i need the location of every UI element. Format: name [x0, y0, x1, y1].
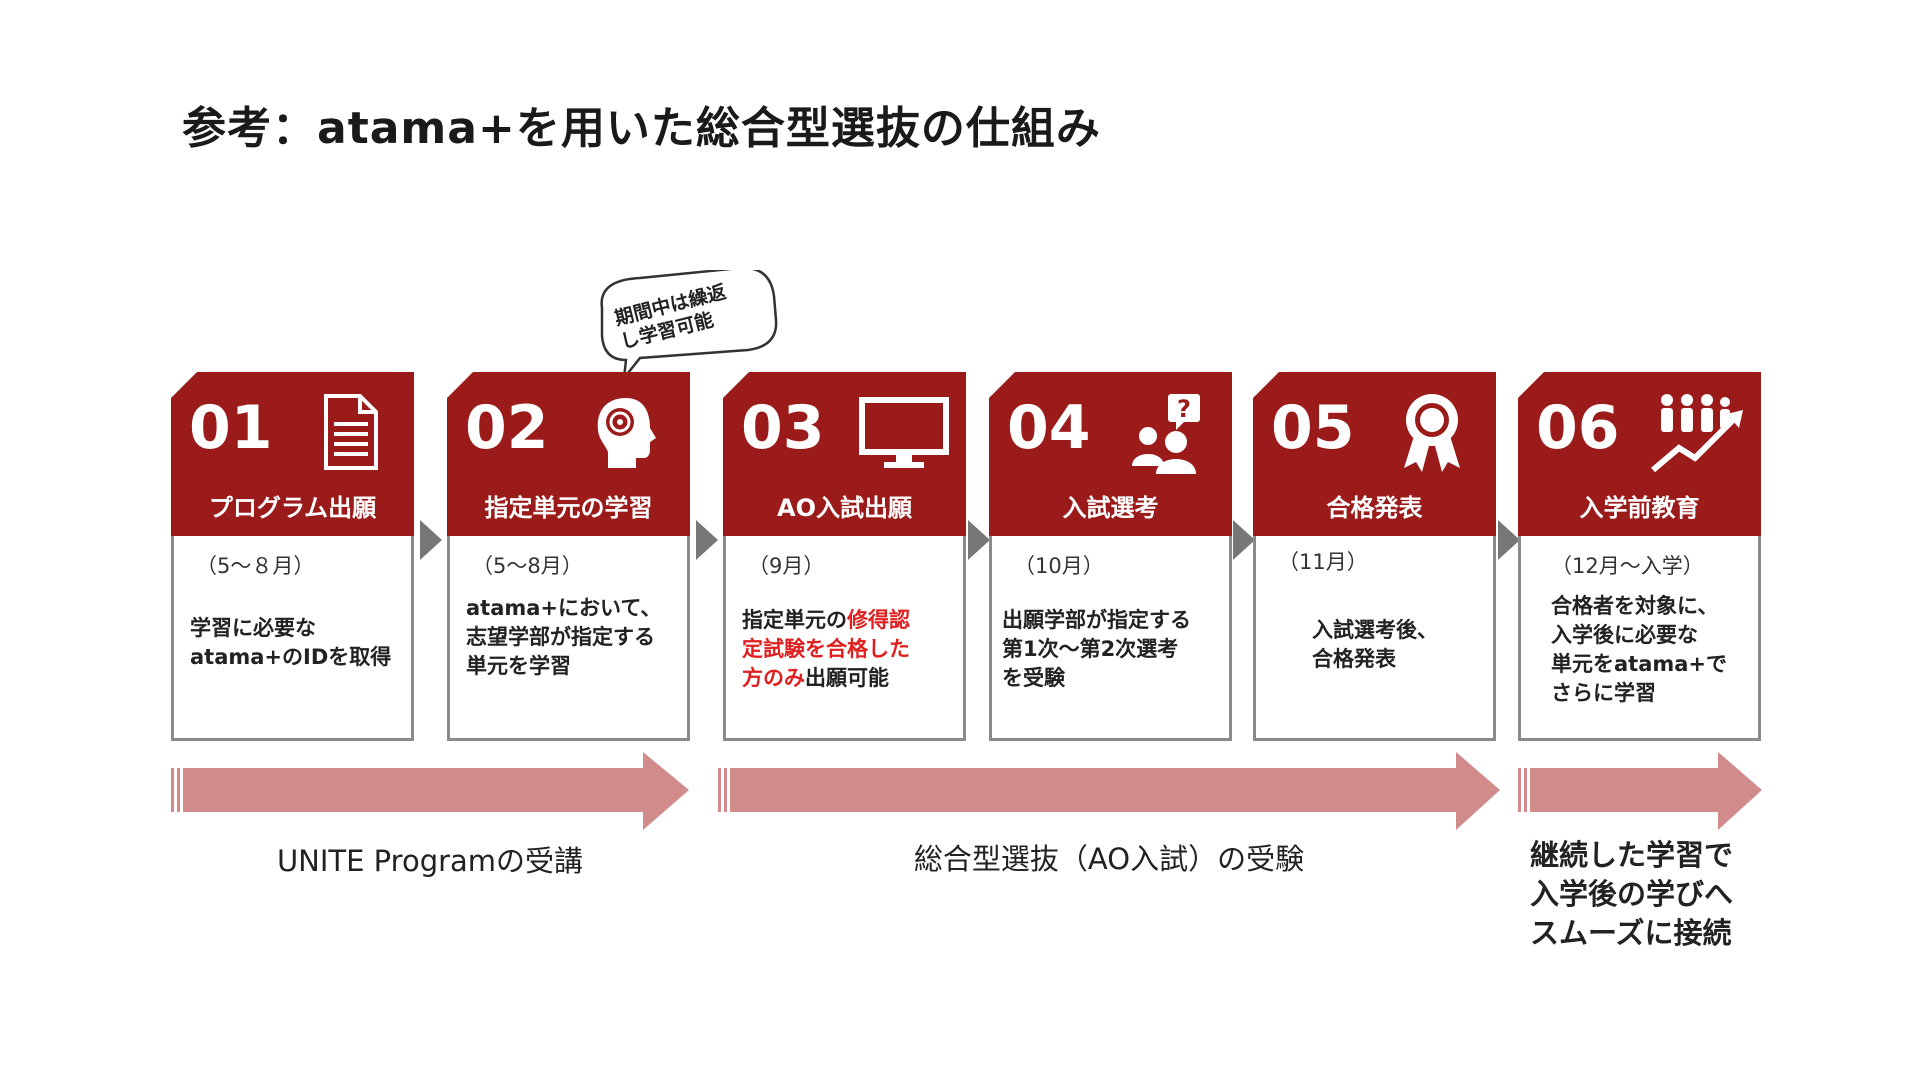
phase-arrow-ao: [718, 752, 1500, 832]
connector-arrow: [420, 520, 442, 560]
step-label: 入試選考: [1062, 494, 1159, 522]
step-header: [447, 372, 690, 536]
step-body: （12月～入学） 合格者を対象に、 入学後に必要な 単元をatama+で さらに…: [1518, 536, 1761, 741]
step-body: （11月） 入試選考後、 合格発表: [1253, 536, 1496, 741]
phase-label-unite: UNITE Programの受講: [276, 844, 584, 878]
highlight-text: 修得認: [847, 608, 910, 632]
step-label: プログラム出願: [208, 494, 377, 522]
step-period: （12月～入学）: [1551, 554, 1704, 578]
document-icon: [308, 390, 392, 474]
step-number: 01: [189, 393, 273, 463]
step-description: 指定単元の修得認 定試験を合格した 方のみ出願可能: [742, 606, 957, 693]
step-description: 入試選考後、 合格発表: [1312, 618, 1438, 671]
step-body: （5～8月） atama+において、 志望学部が指定する 単元を学習: [447, 536, 690, 741]
speech-bubble-shape: [600, 270, 778, 380]
step-description: 出願学部が指定する 第1次～第2次選考 を受験: [1002, 608, 1191, 690]
step-period: （5～8月）: [472, 554, 583, 578]
monitor-icon: [856, 390, 952, 474]
step-body: （9月） 指定単元の修得認 定試験を合格した 方のみ出願可能: [723, 536, 966, 741]
growth-people-icon: [1649, 390, 1749, 474]
step-label: 入学前教育: [1579, 494, 1700, 522]
connector-arrow: [1233, 520, 1255, 560]
phase-arrow-unite: [171, 752, 689, 832]
step-label: 指定単元の学習: [484, 494, 653, 522]
connector-arrow: [968, 520, 990, 560]
connector-arrow: [696, 520, 718, 560]
highlight-text: 方のみ: [742, 666, 805, 690]
step-number: 04: [1007, 393, 1091, 463]
step-period: （11月）: [1278, 550, 1368, 574]
step-number: 06: [1536, 393, 1620, 463]
step-02: 02 指定単元の学習 （5～8月） atama+において、 志望学部が指定する …: [447, 372, 690, 744]
step-period: （5～８月）: [196, 554, 315, 578]
brain-head-icon: [584, 390, 668, 474]
step-06: 06 入学前教育 （12月～入学） 合格者を対象に、 入学後に必要な 単元をat…: [1518, 372, 1761, 744]
connector-arrow: [1498, 520, 1520, 560]
step-header: [1518, 372, 1761, 536]
page-title: 参考：atama+を用いた総合型選抜の仕組み: [182, 103, 1101, 154]
step-number: 03: [741, 393, 825, 463]
step-03: 03 AO入試出願 （9月） 指定単元の修得認 定試験を合格した 方のみ出願可能: [723, 372, 966, 744]
step-header: [171, 372, 414, 536]
step-body: （10月） 出願学部が指定する 第1次～第2次選考 を受験: [989, 536, 1232, 741]
step-body: （5～８月） 学習に必要な atama+のIDを取得: [171, 536, 414, 741]
step-number: 02: [465, 393, 549, 463]
step-label: AO入試出願: [777, 494, 912, 522]
repeat-note-bubble: 期間中は繰返 し学習可能: [580, 270, 780, 380]
step-number: 05: [1271, 393, 1355, 463]
phase-label-ao: 総合型選抜（AO入試）の受験: [913, 842, 1305, 876]
step-description: 学習に必要な atama+のIDを取得: [190, 616, 392, 669]
step-description: atama+において、 志望学部が指定する 単元を学習: [466, 596, 662, 678]
svg-text:?: ?: [1177, 395, 1191, 423]
award-ribbon-icon: [1390, 390, 1474, 474]
interview-icon: ?: [1126, 390, 1210, 474]
step-05: 05 合格発表 （11月） 入試選考後、 合格発表: [1253, 372, 1496, 744]
highlight-text: 定試験を合格した: [742, 637, 910, 661]
step-period: （10月）: [1014, 554, 1104, 578]
phase-arrow-continue: [1518, 752, 1762, 832]
step-label: 合格発表: [1326, 494, 1423, 522]
phase-label-continue: 継続した学習で 入学後の学びへ スムーズに接続: [1530, 838, 1734, 950]
step-period: （9月）: [748, 554, 825, 578]
step-description: 合格者を対象に、 入学後に必要な 単元をatama+で さらに学習: [1551, 594, 1728, 705]
step-04: 04 ? 入試選考 （10月） 出願学部が指定する 第1次～第2次選考 を受験: [989, 372, 1232, 744]
step-01: 01 プログラム出願 （5～８月） 学習に必要な atama+のIDを取得: [171, 372, 414, 744]
